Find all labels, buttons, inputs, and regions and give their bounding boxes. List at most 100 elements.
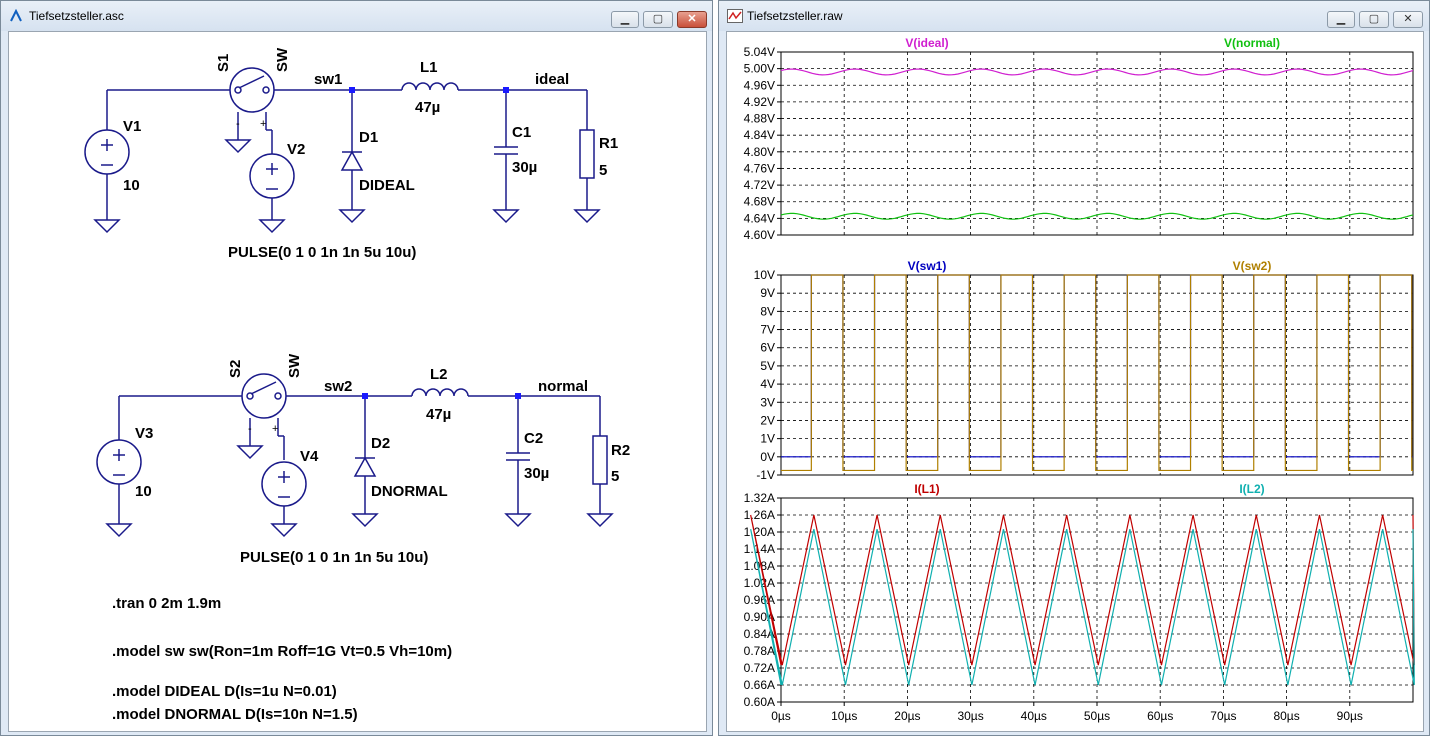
s1-label: S1: [215, 54, 232, 72]
v4-label: V4: [300, 448, 319, 465]
trace-v-normal[interactable]: [780, 212, 1414, 220]
trace-label[interactable]: V(sw2): [1233, 259, 1272, 273]
schematic-drawing: V1 10 S1 SW - + V2 PULSE(0 1 0 1n 1n 5u …: [84, 47, 630, 723]
v3-voltage-source[interactable]: [96, 396, 142, 538]
y-tick-label: 4.72V: [744, 178, 775, 192]
x-tick-label: 10µs: [831, 709, 857, 723]
v2-pulse: PULSE(0 1 0 1n 1n 5u 10u): [228, 244, 416, 261]
minimize-button[interactable]: ▁: [611, 11, 639, 28]
x-tick-label: 40µs: [1021, 709, 1047, 723]
spice-directive[interactable]: .tran 0 2m 1.9m: [112, 595, 221, 612]
node-normal-label: normal: [538, 378, 588, 395]
schematic-canvas[interactable]: V1 10 S1 SW - + V2 PULSE(0 1 0 1n 1n 5u …: [8, 31, 707, 732]
maximize-button[interactable]: ▢: [643, 11, 673, 28]
y-tick-label: 6V: [760, 341, 775, 355]
maximize-button[interactable]: ▢: [1359, 11, 1389, 28]
l2-inductor[interactable]: [411, 388, 469, 397]
schematic-app-icon: [9, 8, 23, 28]
y-tick-label: 4.92V: [744, 95, 775, 109]
s2-plus: +: [272, 423, 278, 435]
trace-v-ideal[interactable]: [780, 68, 1414, 76]
y-tick-label: 1.08A: [744, 559, 775, 573]
r2-value: 5: [611, 468, 619, 485]
v4-pulse-source[interactable]: [261, 436, 307, 538]
c2-label: C2: [524, 430, 543, 447]
close-button[interactable]: ✕: [1393, 11, 1423, 28]
close-button[interactable]: ✕: [677, 11, 707, 28]
x-tick-label: 90µs: [1337, 709, 1363, 723]
y-tick-label: 0V: [760, 450, 775, 464]
r2-label: R2: [611, 442, 630, 459]
trace-label[interactable]: I(L1): [914, 482, 939, 496]
r1-value: 5: [599, 162, 607, 179]
c1-label: C1: [512, 124, 531, 141]
waveform-plots: 5.04V5.00V4.96V4.92V4.88V4.84V4.80V4.76V…: [744, 36, 1415, 723]
c1-capacitor[interactable]: [492, 90, 520, 224]
d2-diode[interactable]: [351, 396, 379, 528]
r2-resistor[interactable]: [586, 396, 614, 528]
waveform-title-bar[interactable]: Tiefsetzsteller.raw ▁ ▢ ✕: [719, 1, 1429, 31]
y-tick-label: 8V: [760, 304, 775, 318]
y-tick-label: 0.78A: [744, 644, 775, 658]
node-normal-dot: [515, 393, 521, 399]
c2-capacitor[interactable]: [504, 396, 532, 528]
d1-model: DIDEAL: [359, 177, 415, 194]
r1-label: R1: [599, 135, 618, 152]
y-tick-label: 7V: [760, 323, 775, 337]
y-tick-label: 4V: [760, 377, 775, 391]
v1-label: V1: [123, 118, 141, 135]
y-tick-label: 1.14A: [744, 542, 775, 556]
y-tick-label: 0.66A: [744, 678, 775, 692]
trace-i-l2[interactable]: [750, 529, 1415, 686]
y-tick-label: -1V: [756, 468, 775, 482]
spice-directive[interactable]: .model DNORMAL D(Is=10n N=1.5): [112, 706, 358, 723]
y-tick-label: 2V: [760, 413, 775, 427]
y-tick-label: 4.96V: [744, 78, 775, 92]
node-sw2-label: sw2: [324, 378, 352, 395]
s1-switch[interactable]: [224, 67, 275, 154]
node-ideal-dot: [503, 87, 509, 93]
v1-voltage-source[interactable]: [84, 90, 130, 234]
d1-label: D1: [359, 129, 378, 146]
y-tick-label: 4.88V: [744, 112, 775, 126]
waveform-window-title: Tiefsetzsteller.raw: [747, 9, 843, 23]
y-tick-label: 4.80V: [744, 145, 775, 159]
schematic-window[interactable]: Tiefsetzsteller.asc ▁ ▢ ✕: [0, 0, 713, 736]
schematic-title-bar[interactable]: Tiefsetzsteller.asc ▁ ▢ ✕: [1, 1, 712, 31]
schematic-window-title: Tiefsetzsteller.asc: [29, 9, 124, 23]
trace-label[interactable]: V(normal): [1224, 36, 1280, 50]
y-tick-label: 4.60V: [744, 228, 775, 242]
y-tick-label: 4.64V: [744, 211, 775, 225]
spice-directive[interactable]: .model DIDEAL D(Is=1u N=0.01): [112, 683, 337, 700]
spice-directive[interactable]: .model sw sw(Ron=1m Roff=1G Vt=0.5 Vh=10…: [112, 643, 452, 660]
v3-label: V3: [135, 425, 153, 442]
s2-switch[interactable]: [236, 373, 287, 460]
x-tick-label: 80µs: [1273, 709, 1299, 723]
v2-pulse-source[interactable]: [249, 130, 295, 234]
l2-label: L2: [430, 366, 448, 383]
d2-label: D2: [371, 435, 390, 452]
v4-pulse: PULSE(0 1 0 1n 1n 5u 10u): [240, 549, 428, 566]
trace-label[interactable]: I(L2): [1239, 482, 1264, 496]
trace-v-sw2[interactable]: [781, 274, 1413, 472]
y-tick-label: 9V: [760, 286, 775, 300]
trace-i-l1[interactable]: [750, 514, 1415, 666]
trace-label[interactable]: V(ideal): [905, 36, 948, 50]
s2-model: SW: [286, 353, 303, 378]
s1-minus: -: [236, 118, 240, 130]
d1-diode[interactable]: [338, 90, 366, 224]
c1-value: 30µ: [512, 159, 537, 176]
plot-pane-2[interactable]: [780, 274, 1414, 476]
y-tick-label: 1V: [760, 432, 775, 446]
r1-resistor[interactable]: [573, 90, 601, 224]
v3-value: 10: [135, 483, 152, 500]
v2-label: V2: [287, 141, 305, 158]
x-tick-label: 0µs: [771, 709, 791, 723]
l1-inductor[interactable]: [401, 82, 459, 91]
x-tick-label: 30µs: [957, 709, 983, 723]
node-sw1-label: sw1: [314, 71, 342, 88]
minimize-button[interactable]: ▁: [1327, 11, 1355, 28]
trace-label[interactable]: V(sw1): [908, 259, 947, 273]
